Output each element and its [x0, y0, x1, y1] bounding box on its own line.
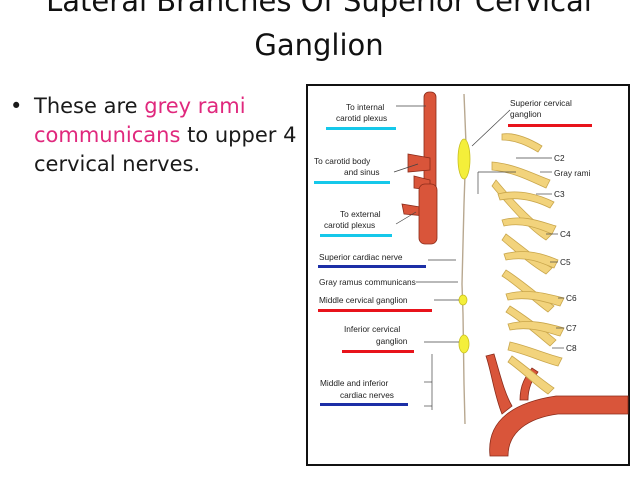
bullet-marker: •	[10, 94, 23, 118]
bullet-text-after: to upper 4 cervical nerves.	[34, 123, 297, 176]
label-c5: C5	[560, 257, 571, 267]
label-superior-cardiac-nerve: Superior cardiac nerve	[319, 252, 403, 262]
anatomy-figure: To internal carotid plexus To carotid bo…	[306, 84, 630, 466]
title-line-2: Ganglion	[254, 28, 384, 62]
label-c2: C2	[554, 153, 565, 163]
underline-carotid-body	[314, 181, 390, 184]
label-middle-inferior-cardiac-2: cardiac nerves	[340, 390, 394, 400]
label-middle-cervical-ganglion: Middle cervical ganglion	[319, 295, 408, 305]
underline-cardiac-nerves	[320, 403, 408, 406]
bullet-text-before: These are	[34, 94, 145, 118]
label-to-carotid-body-2: and sinus	[344, 167, 380, 177]
label-gray-ramus-communicans: Gray ramus communicans	[319, 277, 416, 287]
label-to-carotid-body-1: To carotid body	[314, 156, 371, 166]
underline-superior-cervical	[508, 124, 592, 127]
underline-internal	[326, 127, 396, 130]
cervical-nerves	[491, 133, 565, 395]
bullet-text: These are grey rami communicans to upper…	[34, 92, 304, 179]
label-middle-inferior-cardiac-1: Middle and inferior	[320, 378, 388, 388]
label-to-internal-2: carotid plexus	[336, 113, 387, 123]
underline-external	[320, 234, 392, 237]
anatomy-diagram: To internal carotid plexus To carotid bo…	[306, 84, 630, 466]
leader-lines	[393, 105, 564, 410]
label-c4: C4	[560, 229, 571, 239]
underline-middle-cervical	[318, 309, 432, 312]
middle-cervical-ganglion	[458, 294, 468, 306]
carotid-artery	[401, 91, 438, 245]
superior-cervical-ganglion	[457, 138, 471, 180]
label-to-internal-1: To internal	[346, 102, 384, 112]
underline-inferior-cervical	[342, 350, 414, 353]
label-to-external-2: carotid plexus	[324, 220, 375, 230]
title-line-1: Lateral Branches Of Superior Cervical	[46, 0, 592, 18]
label-c8: C8	[566, 343, 577, 353]
highlighted-term: grey rami communicans	[34, 94, 246, 147]
underline-superior-cardiac	[318, 265, 426, 268]
label-inferior-cervical-2: ganglion	[376, 336, 408, 346]
label-c6: C6	[566, 293, 577, 303]
label-gray-rami: Gray rami	[554, 168, 591, 178]
label-superior-cervical-2: ganglion	[510, 109, 542, 119]
label-superior-cervical-1: Superior cervical	[510, 98, 572, 108]
inferior-cervical-ganglion	[458, 334, 470, 354]
label-inferior-cervical-1: Inferior cervical	[344, 324, 400, 334]
label-c7: C7	[566, 323, 577, 333]
label-c3: C3	[554, 189, 565, 199]
label-to-external-1: To external	[340, 209, 381, 219]
